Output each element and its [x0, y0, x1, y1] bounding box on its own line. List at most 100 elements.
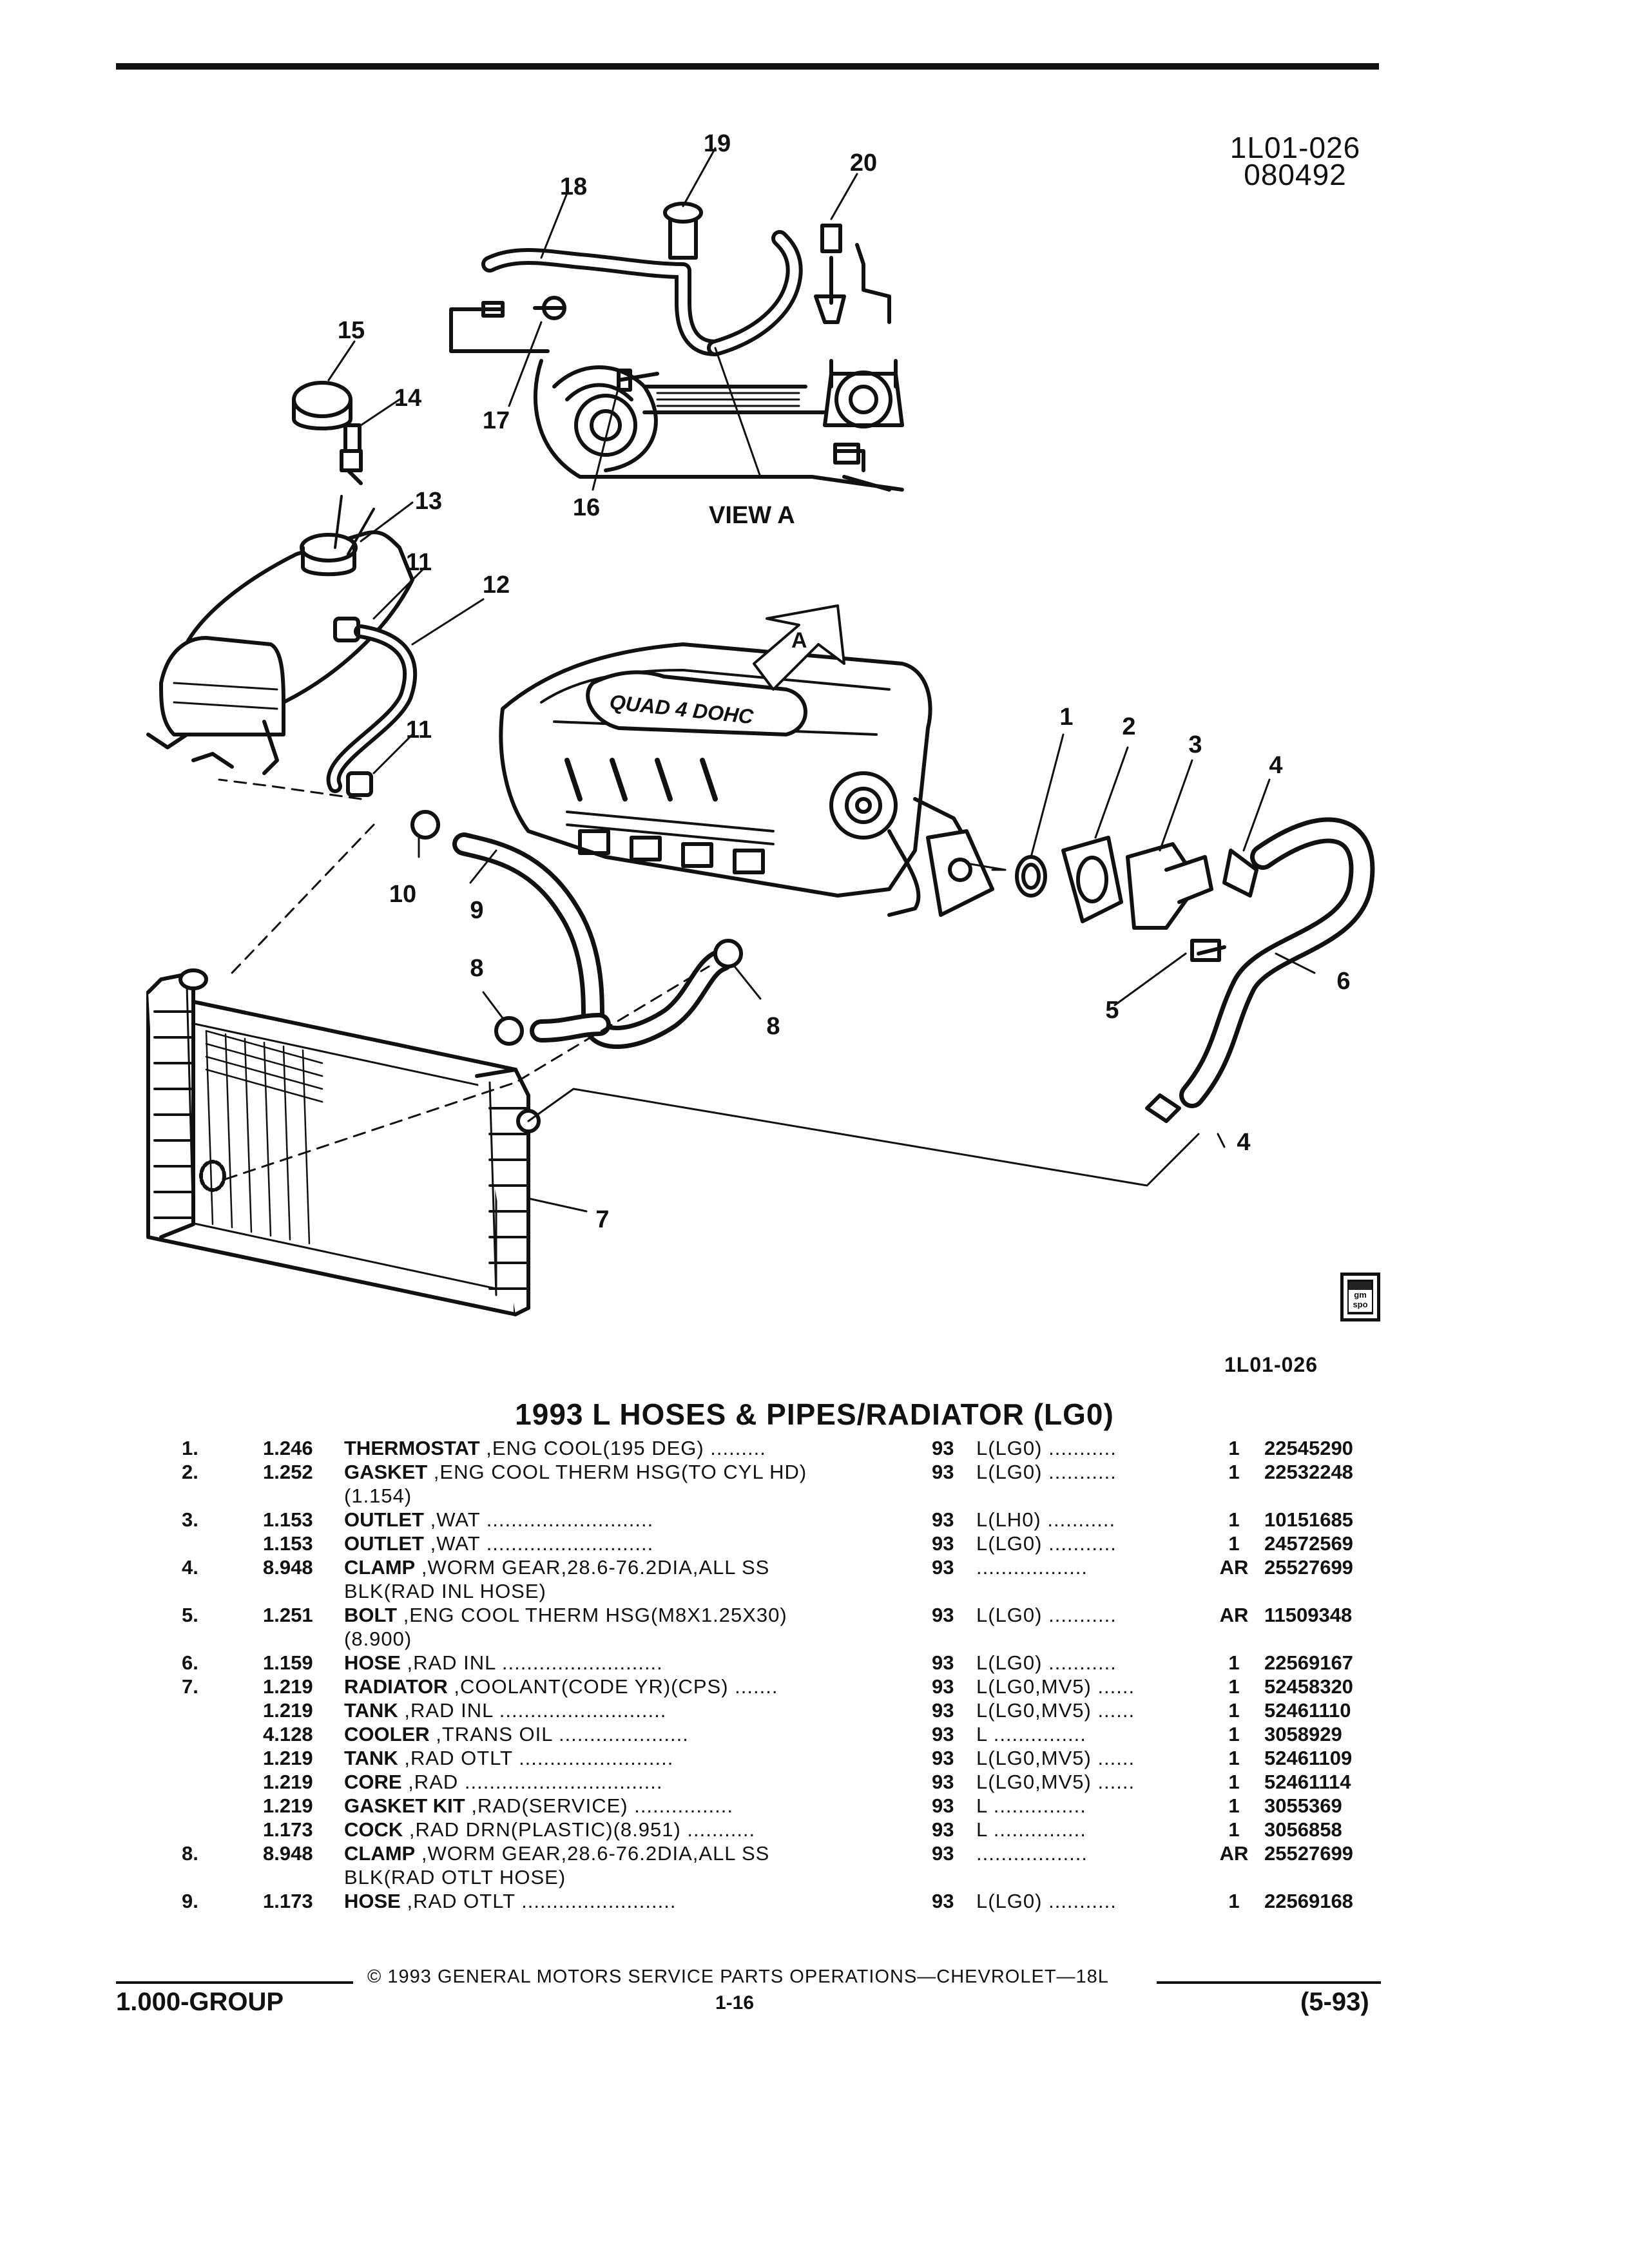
- parts-row-continuation: (1.154): [0, 1485, 1629, 1508]
- parts-row-part-number: 52461114: [1264, 1771, 1351, 1793]
- footer-copyright: © 1993 GENERAL MOTORS SERVICE PARTS OPER…: [367, 1966, 1109, 1987]
- parts-row-description: GASKET KIT ,RAD(SERVICE) ...............…: [344, 1794, 733, 1818]
- parts-row-description: COOLER ,TRANS OIL .....................: [344, 1723, 689, 1746]
- parts-row-usage: L(LG0,MV5) ......: [976, 1747, 1135, 1769]
- parts-row-quantity: 1: [1228, 1532, 1240, 1555]
- parts-row-detail: ,WAT ...........................: [424, 1532, 654, 1555]
- parts-row-group-number: 8.948: [263, 1556, 313, 1579]
- parts-row-detail: ,RAD(SERVICE) ................: [465, 1794, 734, 1817]
- parts-row-year: 93: [932, 1794, 954, 1817]
- parts-row-year: 93: [932, 1675, 954, 1698]
- thermostat-group: [991, 836, 1258, 962]
- parts-row-part-number: 10151685: [1264, 1508, 1353, 1531]
- callout-2: 2: [1122, 713, 1135, 740]
- parts-row-detail: ,RAD ................................: [401, 1771, 663, 1793]
- parts-row-group-number: 1.219: [263, 1747, 313, 1769]
- parts-row-group-number: 1.219: [263, 1699, 313, 1722]
- parts-row-part-number: 22569167: [1264, 1651, 1353, 1674]
- parts-row-item-number: 1.: [182, 1437, 198, 1459]
- parts-row-name: GASKET: [344, 1461, 428, 1483]
- parts-row-description: HOSE ,RAD INL ..........................: [344, 1651, 663, 1675]
- radiator-inlet-hose: [1145, 817, 1375, 1123]
- parts-row-usage: L(LG0,MV5) ......: [976, 1771, 1135, 1793]
- parts-row-description: CLAMP ,WORM GEAR,28.6-76.2DIA,ALL SS: [344, 1556, 769, 1579]
- parts-row-year: 93: [932, 1604, 954, 1626]
- parts-row-part-number: 11509348: [1264, 1604, 1353, 1626]
- parts-row-quantity: 1: [1228, 1461, 1240, 1483]
- parts-row-usage: L ...............: [976, 1723, 1086, 1745]
- callout-19: 19: [704, 130, 731, 157]
- parts-row-continuation-text: (8.900): [344, 1628, 412, 1650]
- parts-row-name: CORE: [344, 1771, 402, 1793]
- parts-row-description: CLAMP ,WORM GEAR,28.6-76.2DIA,ALL SS: [344, 1842, 769, 1865]
- parts-row-item-number: 9.: [182, 1890, 198, 1912]
- radiator-outlet-hose: [410, 810, 743, 1049]
- figure-date: 080492: [1244, 158, 1347, 191]
- parts-row-description: TANK ,RAD INL ..........................…: [344, 1699, 666, 1722]
- parts-row-year: 93: [932, 1437, 954, 1459]
- parts-row-description: BOLT ,ENG COOL THERM HSG(M8X1.25X30): [344, 1604, 787, 1627]
- parts-row-part-number: 22545290: [1264, 1437, 1353, 1459]
- parts-row-year: 93: [932, 1699, 954, 1722]
- parts-row-name: TANK: [344, 1747, 398, 1769]
- parts-row-name: COCK: [344, 1818, 403, 1841]
- parts-row-group-number: 1.173: [263, 1818, 313, 1841]
- parts-row-name: CLAMP: [344, 1842, 416, 1865]
- parts-row-description: OUTLET ,WAT ...........................: [344, 1532, 653, 1555]
- parts-row-item-number: 4.: [182, 1556, 198, 1579]
- parts-row-continuation: (8.900): [0, 1628, 1629, 1651]
- parts-row-name: OUTLET: [344, 1532, 424, 1555]
- parts-row-quantity: 1: [1228, 1651, 1240, 1674]
- parts-row-part-number: 22532248: [1264, 1461, 1353, 1483]
- parts-row-quantity: 1: [1228, 1675, 1240, 1698]
- parts-row-year: 93: [932, 1461, 954, 1483]
- parts-row-detail: ,WORM GEAR,28.6-76.2DIA,ALL SS: [415, 1842, 770, 1865]
- parts-row-usage: ..................: [976, 1556, 1088, 1579]
- parts-row-quantity: 1: [1228, 1890, 1240, 1912]
- callout-4b: 4: [1237, 1129, 1250, 1156]
- callout-12: 12: [483, 572, 510, 599]
- parts-row-description: RADIATOR ,COOLANT(CODE YR)(CPS) .......: [344, 1675, 778, 1698]
- parts-row-quantity: AR: [1219, 1604, 1249, 1626]
- parts-row-name: OUTLET: [344, 1508, 424, 1531]
- parts-row-quantity: 1: [1228, 1747, 1240, 1769]
- parts-row-name: GASKET KIT: [344, 1794, 465, 1817]
- parts-row-usage: L(LG0) ...........: [976, 1604, 1117, 1626]
- parts-row-group-number: 1.159: [263, 1651, 313, 1674]
- parts-row-usage: L ...............: [976, 1794, 1086, 1817]
- callout-9: 9: [470, 897, 483, 924]
- parts-row-name: TANK: [344, 1699, 398, 1722]
- parts-row-group-number: 1.219: [263, 1771, 313, 1793]
- callout-18: 18: [560, 173, 587, 200]
- parts-row-usage: L(LG0) ...........: [976, 1651, 1117, 1674]
- parts-row-quantity: 1: [1228, 1723, 1240, 1745]
- parts-row-item-number: 6.: [182, 1651, 198, 1674]
- parts-list-title: 1993 L HOSES & PIPES/RADIATOR (LG0): [515, 1398, 1114, 1431]
- parts-row-quantity: 1: [1228, 1437, 1240, 1459]
- parts-row-detail: ,ENG COOL(195 DEG) .........: [479, 1437, 766, 1459]
- callout-10: 10: [389, 881, 416, 908]
- footer-group: 1.000-GROUP: [116, 1988, 284, 2016]
- callout-8: 8: [470, 955, 483, 982]
- parts-row-description: THERMOSTAT ,ENG COOL(195 DEG) .........: [344, 1437, 766, 1460]
- parts-row-group-number: 1.252: [263, 1461, 313, 1483]
- parts-row-usage: L(LG0,MV5) ......: [976, 1675, 1135, 1698]
- parts-row-group-number: 1.219: [263, 1794, 313, 1817]
- parts-row-part-number: 25527699: [1264, 1556, 1353, 1579]
- parts-row-name: HOSE: [344, 1890, 401, 1912]
- parts-row-name: BOLT: [344, 1604, 398, 1626]
- parts-row-part-number: 22569168: [1264, 1890, 1353, 1912]
- parts-row-detail: ,ENG COOL THERM HSG(M8X1.25X30): [397, 1604, 787, 1626]
- footer-rule-left: [116, 1981, 353, 1984]
- parts-row-year: 93: [932, 1747, 954, 1769]
- view-a-arrow-letter: A: [791, 628, 807, 653]
- parts-row-year: 93: [932, 1818, 954, 1841]
- parts-row-quantity: AR: [1219, 1556, 1249, 1579]
